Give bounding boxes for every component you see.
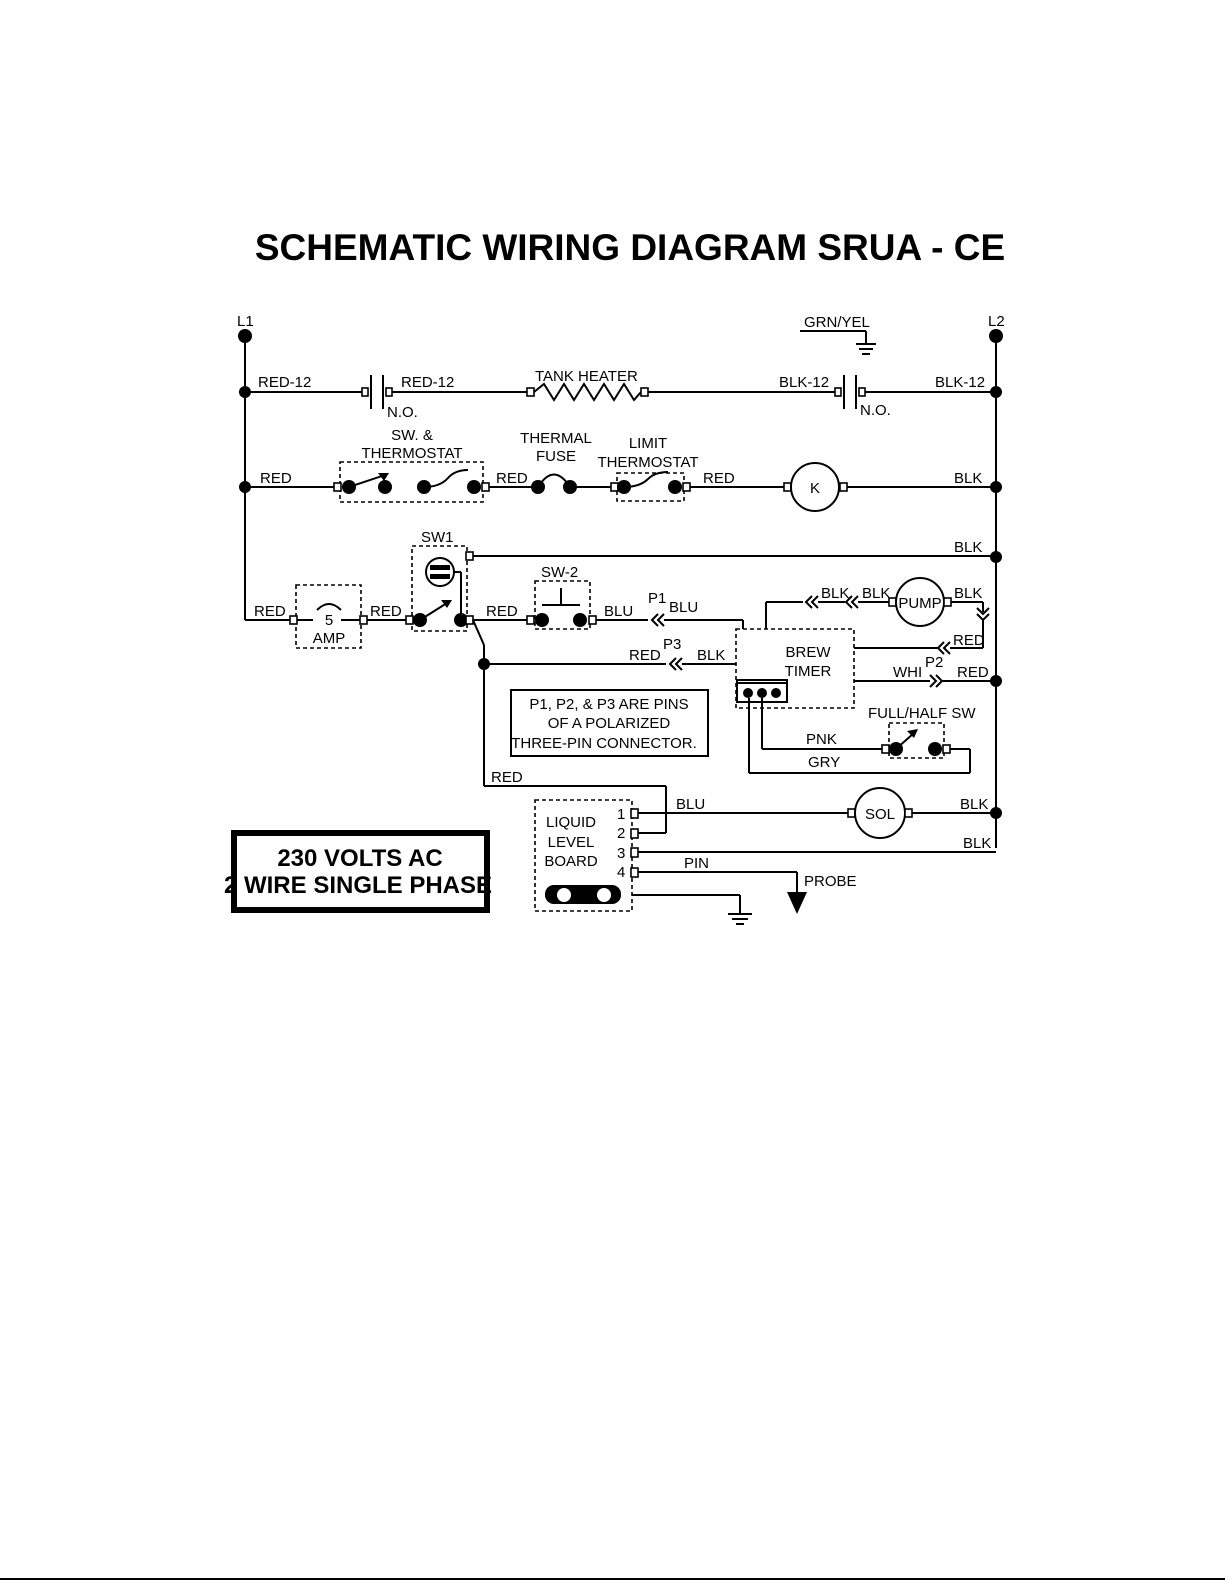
contactor-circuit: RED SW. & THERMOSTAT RED THERMAL FUSE LI…	[245, 427, 996, 512]
probe-icon	[787, 892, 807, 914]
board-ground-icon	[728, 913, 752, 925]
liquid-level-label-3: BOARD	[544, 853, 598, 870]
wire-label-blk-e: BLK	[862, 585, 890, 602]
wire-label-red12: RED-12	[258, 374, 311, 391]
l2-label: L2	[988, 313, 1005, 330]
note-line-2: OF A POLARIZED	[548, 715, 671, 732]
limit-thermostat-label-1: LIMIT	[629, 435, 667, 452]
wire-label-pnk: PNK	[806, 731, 837, 748]
voltage-line-2: 2 WIRE SINGLE PHASE	[224, 872, 492, 899]
brew-timer-circuit: BREW TIMER RED P3 BLK BLK BLK PUMP BLK	[484, 577, 996, 774]
l2-terminal	[989, 329, 1003, 343]
wire-label-red12-b: RED-12	[401, 374, 454, 391]
wire-label-blk12: BLK-12	[779, 374, 829, 391]
wire-label-red-g: RED	[629, 647, 661, 664]
liquid-level-label-2: LEVEL	[548, 834, 595, 851]
sw2-box	[534, 580, 591, 630]
wire-label-pin: PIN	[684, 855, 709, 872]
wire-label-red-i: RED	[957, 664, 989, 681]
wire-label-whi: WHI	[893, 664, 922, 681]
liquid-level-label-1: LIQUID	[546, 814, 596, 831]
thermal-fuse-label-1: THERMAL	[520, 430, 592, 447]
wire-label-blk12-b: BLK-12	[935, 374, 985, 391]
l1-label: L1	[237, 313, 254, 330]
liquid-level-circuit: RED LIQUID LEVEL BOARD 1 2 3 4 BLU SOL	[484, 769, 996, 925]
brew-timer-label-2: TIMER	[785, 663, 832, 680]
heater-element-icon	[533, 382, 642, 402]
fuse-rating-label: 5	[325, 612, 333, 629]
contactor-label: K	[810, 480, 820, 497]
sw-thermostat-label-1: SW. &	[391, 427, 433, 444]
liquid-level-board-box	[534, 799, 633, 912]
pump-label: PUMP	[898, 595, 941, 612]
board-pin-3-label: 3	[617, 845, 625, 862]
brew-timer-label-1: BREW	[786, 644, 832, 661]
wire-label-blk: BLK	[954, 470, 982, 487]
fuse-icon	[316, 603, 342, 611]
no-contact-label: N.O.	[387, 404, 418, 421]
page-title: SCHEMATIC WIRING DIAGRAM SRUA - CE	[255, 227, 1005, 268]
thermal-fuse-label-2: FUSE	[536, 448, 576, 465]
power-rails: L1 L2	[237, 313, 1005, 848]
wire-label-blk-d: BLK	[821, 585, 849, 602]
board-pin-2-label: 2	[617, 825, 625, 842]
fuse-unit-label: AMP	[313, 630, 346, 647]
brew-timer-box	[735, 628, 855, 709]
sw1-label: SW1	[421, 529, 454, 546]
sw-thermostat-label-2: THERMOSTAT	[361, 445, 462, 462]
pin-p3-label: P3	[663, 636, 681, 653]
pin-p1-label: P1	[648, 590, 666, 607]
wire-label-red-f: RED	[486, 603, 518, 620]
board-pin-1-label: 1	[617, 806, 625, 823]
tank-heater-circuit: RED-12 N.O. RED-12 TANK HEATER BLK-12 N.…	[245, 368, 996, 421]
wire-label-red-e: RED	[370, 603, 402, 620]
note-line-3: THREE-PIN CONNECTOR.	[511, 735, 697, 752]
solenoid-label: SOL	[865, 806, 895, 823]
wire-label-blk-g: BLK	[960, 796, 988, 813]
probe-label: PROBE	[804, 873, 857, 890]
sw1-indicator-icon	[425, 557, 455, 587]
wire-label-red-h: RED	[953, 632, 985, 649]
pin-p2-label: P2	[925, 654, 943, 671]
full-half-sw-label: FULL/HALF SW	[868, 705, 976, 722]
voltage-line-1: 230 VOLTS AC	[277, 845, 442, 872]
contactor-coil-icon	[790, 462, 840, 512]
wire-label-blu: BLU	[604, 603, 633, 620]
wire-label-blk-c: BLK	[697, 647, 725, 664]
wire-label-red: RED	[260, 470, 292, 487]
wire-label-blk-h: BLK	[963, 835, 991, 852]
wire-label-red-c: RED	[703, 470, 735, 487]
note-line-1: P1, P2, & P3 ARE PINS	[529, 696, 688, 713]
wire-label-blk-b: BLK	[954, 539, 982, 556]
limit-thermostat-label-2: THERMOSTAT	[597, 454, 698, 471]
wire-label-blu-b: BLU	[669, 599, 698, 616]
page-bottom-rule	[0, 1578, 1225, 1580]
wire-label-gry: GRY	[808, 754, 840, 771]
board-pin-4-label: 4	[617, 864, 625, 881]
ground-icon	[856, 343, 876, 355]
voltage-box: 230 VOLTS AC 2 WIRE SINGLE PHASE	[224, 830, 492, 913]
no-contact-label-b: N.O.	[860, 402, 891, 419]
connector-note: P1, P2, & P3 ARE PINS OF A POLARIZED THR…	[510, 689, 709, 757]
wire-label-red-j: RED	[491, 769, 523, 786]
wire-label-blu-c: BLU	[676, 796, 705, 813]
wire-label-red-b: RED	[496, 470, 528, 487]
wire-label-blk-f: BLK	[954, 585, 982, 602]
ground-wire-label: GRN/YEL	[804, 314, 870, 331]
sw2-label: SW-2	[541, 564, 578, 581]
switch-circuit: RED 5 AMP RED SW1 BLK RED	[245, 529, 996, 786]
ground-connection: GRN/YEL	[800, 314, 876, 355]
wire-label-red-d: RED	[254, 603, 286, 620]
l1-terminal	[238, 329, 252, 343]
sw-thermostat-box	[339, 461, 484, 503]
full-half-sw-box	[888, 722, 945, 759]
tank-heater-label: TANK HEATER	[535, 368, 638, 385]
